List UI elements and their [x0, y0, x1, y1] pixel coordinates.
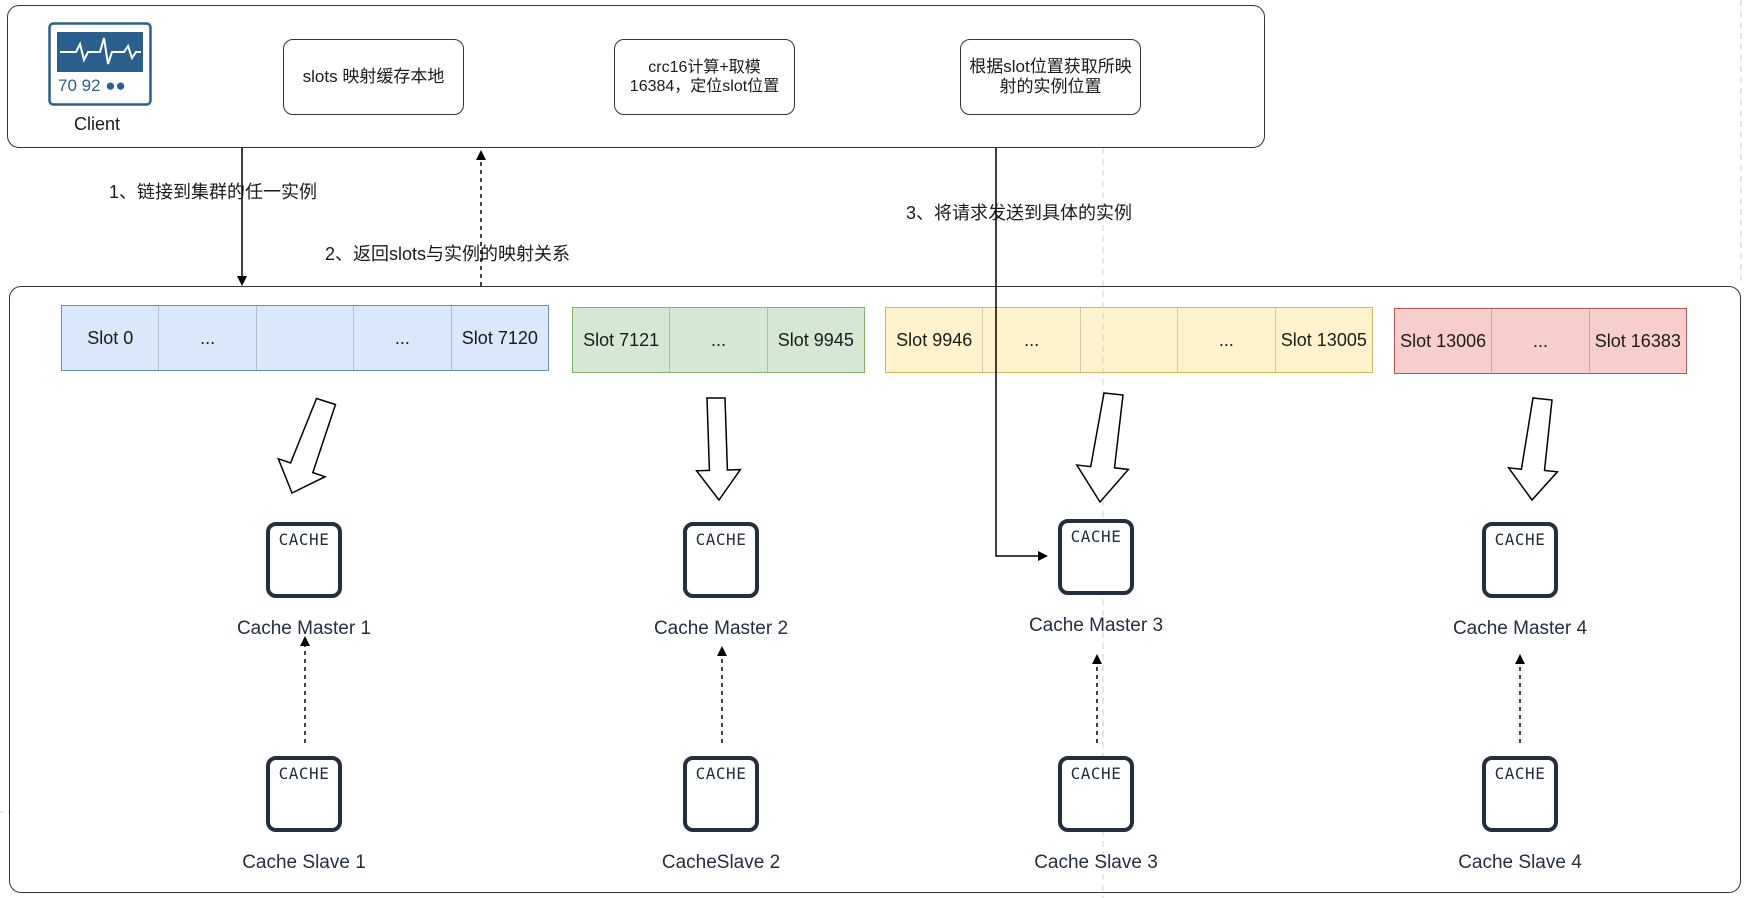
slot-cell: Slot 16383	[1594, 330, 1681, 351]
slot-cell: Slot 7121	[573, 308, 671, 372]
cache-icon-text: CACHE	[278, 530, 330, 549]
cache-master-2-label: Cache Master 2	[653, 618, 789, 639]
cache-master-1-label: Cache Master 1	[236, 618, 372, 639]
flow-label-connect: 1、链接到集群的任一实例	[109, 182, 318, 202]
cache-master-2-icon: CACHE	[683, 522, 759, 598]
slot-cell	[1081, 308, 1179, 372]
slot-group-4: Slot 13006 ... Slot 16383	[1394, 308, 1687, 374]
slot-cell: ...	[983, 308, 1081, 372]
monitor-waveform-icon	[48, 22, 152, 106]
cache-master-4-icon: CACHE	[1482, 522, 1558, 598]
step-box-lookup-instance: 根据slot位置获取所映射的实例位置	[960, 39, 1141, 115]
cache-master-1-icon: CACHE	[266, 522, 342, 598]
slot-cell: ...	[354, 306, 452, 370]
cache-icon-text: CACHE	[278, 764, 330, 783]
cache-master-3-label: Cache Master 3	[1028, 615, 1164, 636]
cache-slave-3-icon: CACHE	[1058, 756, 1134, 832]
cache-slave-3-label: Cache Slave 3	[1034, 852, 1158, 873]
slot-group-1: Slot 0 ... ... Slot 7120	[61, 305, 549, 371]
client-label: Client	[74, 114, 121, 134]
send-request-arrow	[995, 148, 1048, 561]
slot-group-2: Slot 7121 ... Slot 9945	[572, 307, 865, 373]
slot-cell: Slot 0	[62, 306, 160, 370]
step-box-cache-slots: slots 映射缓存本地	[283, 39, 464, 115]
cache-icon-text: CACHE	[1494, 530, 1546, 549]
cache-master-3-icon: CACHE	[1058, 519, 1134, 595]
cache-icon-text: CACHE	[695, 530, 747, 549]
cache-slave-1-label: Cache Slave 1	[242, 852, 366, 873]
cache-slave-1-icon: CACHE	[266, 756, 342, 832]
cache-icon-text: CACHE	[1070, 764, 1122, 783]
cache-icon-text: CACHE	[1494, 764, 1546, 783]
slot-cell: ...	[159, 306, 257, 370]
cache-slave-4-label: Cache Slave 4	[1458, 852, 1582, 873]
slot-cell: ...	[1178, 308, 1276, 372]
cache-icon-text: CACHE	[695, 764, 747, 783]
slot-cell: Slot 13006	[1395, 309, 1493, 373]
flow-label-send-request: 3、将请求发送到具体的实例	[906, 203, 1133, 223]
slot-cell: ...	[1492, 309, 1590, 373]
hollow-arrow	[277, 392, 1559, 504]
cache-master-4-label: Cache Master 4	[1452, 618, 1588, 639]
cache-icon-text: CACHE	[1070, 527, 1122, 546]
client-node: 70 92 ●●	[48, 22, 152, 106]
slot-cell	[257, 306, 355, 370]
flow-label-return-mapping: 2、返回slots与实例的映射关系	[325, 244, 571, 264]
step-text: 根据slot位置获取所映射的实例位置	[969, 57, 1132, 96]
slot-cell: ...	[670, 308, 768, 372]
step-text: crc16计算+取模16384，定位slot位置	[629, 59, 780, 95]
step-text: slots 映射缓存本地	[302, 67, 445, 86]
slot-cell: Slot 9946	[886, 308, 984, 372]
cache-slave-2-icon: CACHE	[683, 756, 759, 832]
slot-cell: Slot 9945	[777, 329, 854, 350]
slot-cell: Slot 7120	[461, 327, 538, 348]
slot-cell: Slot 13005	[1280, 329, 1367, 350]
cache-slave-2-label: CacheSlave 2	[661, 852, 781, 873]
cache-slave-4-icon: CACHE	[1482, 756, 1558, 832]
step-box-crc16: crc16计算+取模16384，定位slot位置	[614, 39, 795, 115]
client-readout: 70 92 ●●	[58, 76, 126, 95]
slot-group-3: Slot 9946 ... ... Slot 13005	[885, 307, 1373, 373]
